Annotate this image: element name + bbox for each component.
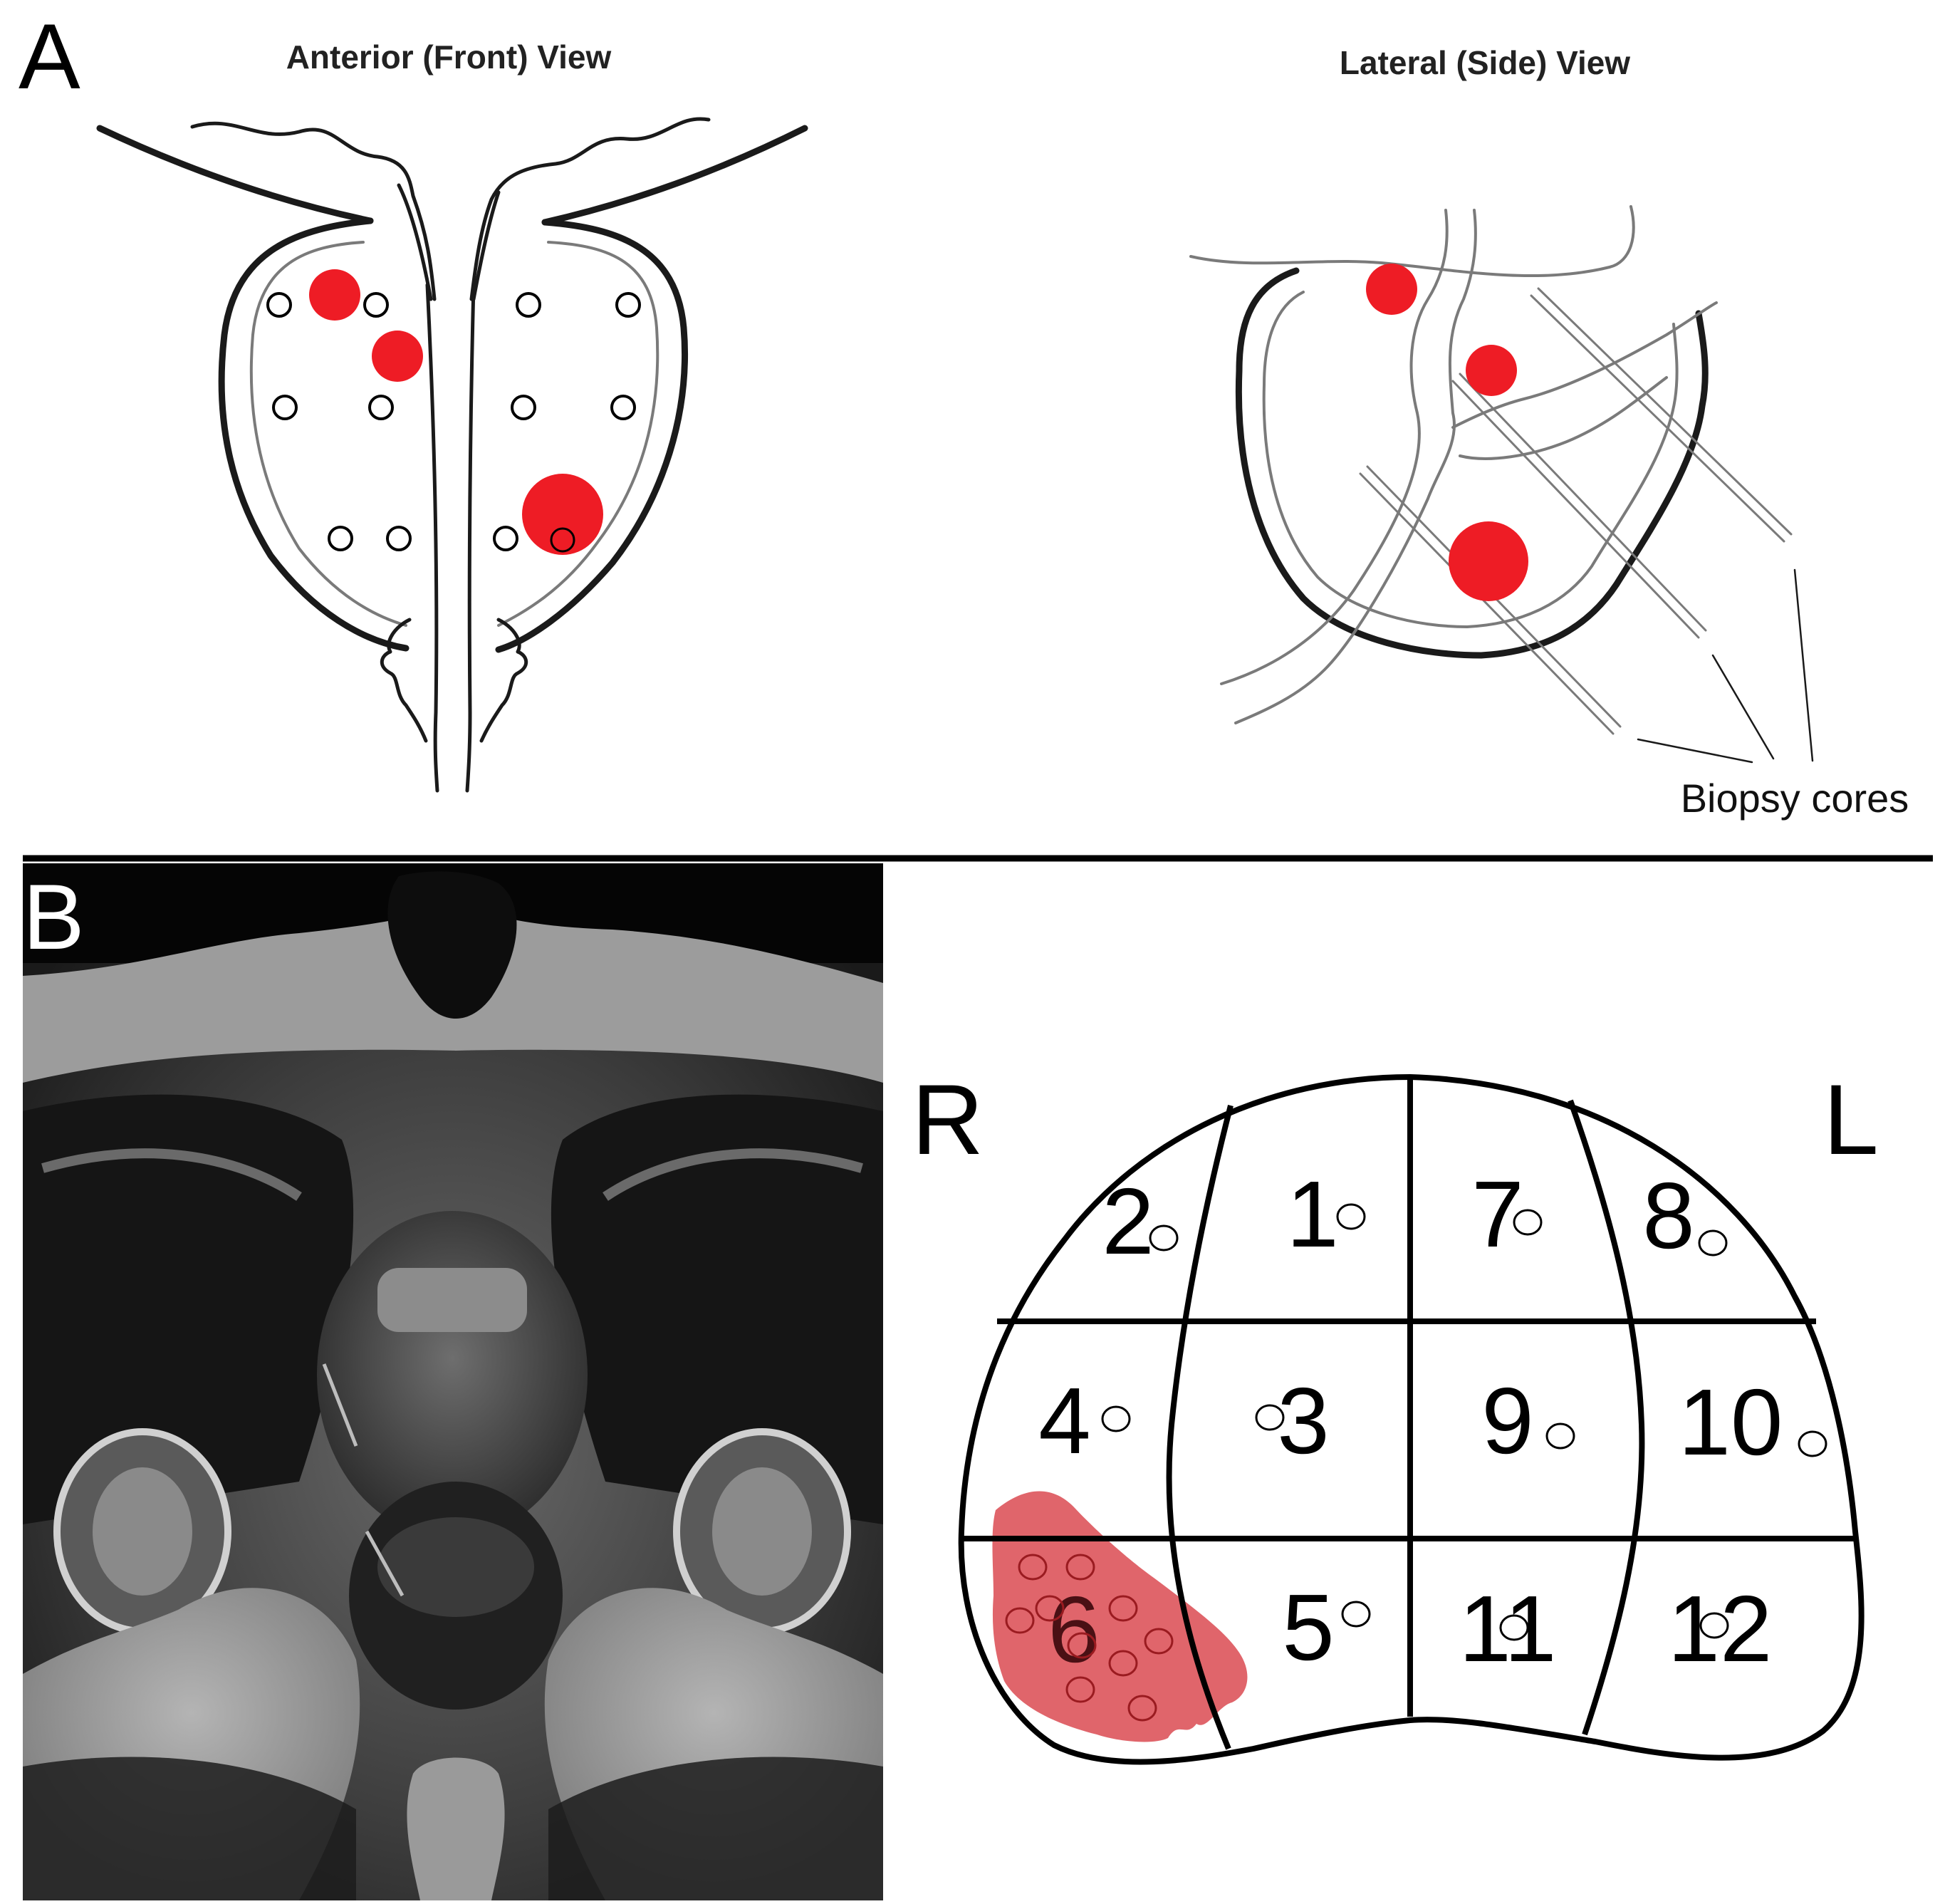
zone-3-label: 3 xyxy=(1277,1368,1329,1473)
zone-1-label: 1 xyxy=(1286,1162,1338,1266)
prostate-outline xyxy=(958,1074,1865,1765)
zone-6-label: 6 xyxy=(1048,1577,1100,1682)
zone-grid xyxy=(961,1080,1855,1750)
lesion-dot xyxy=(1366,264,1417,315)
anterior-prostate-diagram xyxy=(96,117,808,793)
core-markers xyxy=(1005,1203,1827,1722)
roi-highlight-zone-6 xyxy=(992,1491,1248,1742)
panel-a-letter: A xyxy=(19,4,80,108)
zone-2-label: 2 xyxy=(1102,1169,1154,1274)
zone-10-label: 10 xyxy=(1679,1370,1783,1474)
zone-5-label: 5 xyxy=(1282,1575,1334,1680)
zone-9-label: 9 xyxy=(1481,1368,1533,1473)
lesion-dot xyxy=(1449,521,1528,601)
lateral-view-title: Lateral (Side) View xyxy=(1340,44,1630,81)
zone-11-label: 11 xyxy=(1459,1576,1556,1681)
zone-12-label: 12 xyxy=(1668,1576,1773,1681)
lateral-prostate-diagram xyxy=(1189,205,1814,764)
anterior-view-title: Anterior (Front) View xyxy=(286,38,612,76)
biopsy-cores-label: Biopsy cores xyxy=(1681,776,1909,821)
left-side-label: L xyxy=(1823,1063,1879,1175)
lesion-dot xyxy=(522,474,603,555)
zone-8-label: 8 xyxy=(1642,1163,1694,1268)
lesion-dot xyxy=(1466,345,1517,396)
panel-a: A Anterior (Front) View Lateral (Side) V… xyxy=(19,4,1909,821)
panel-b-letter: B xyxy=(23,865,85,969)
panel-b: B R L 2 1 7 8 4 3 9 10 xyxy=(23,863,1879,1900)
zone-7-label: 7 xyxy=(1471,1162,1523,1266)
mri-image xyxy=(23,863,883,1900)
zone-map: R L 2 1 7 8 4 3 9 10 6 5 xyxy=(912,1063,1879,1765)
lesion-dot xyxy=(309,269,360,321)
zone-4-label: 4 xyxy=(1038,1368,1090,1473)
lesion-dot xyxy=(372,331,423,382)
right-side-label: R xyxy=(912,1063,984,1175)
